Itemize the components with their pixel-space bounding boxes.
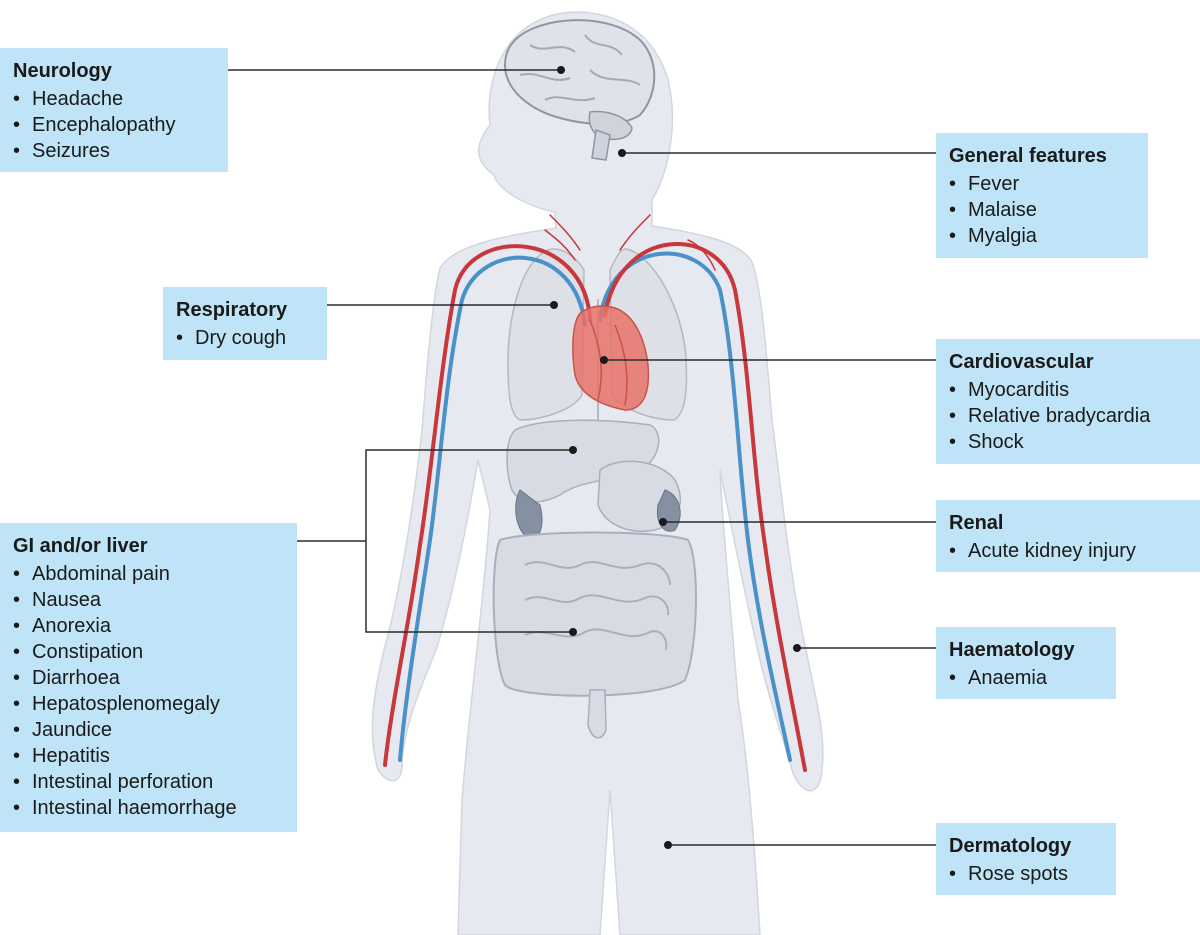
- gi-liver-item: Intestinal perforation: [13, 769, 285, 795]
- gi-liver-title: GI and/or liver: [13, 535, 148, 557]
- neurology-title: Neurology: [13, 60, 112, 82]
- heart: [572, 305, 650, 411]
- dermatology-box: Dermatology Rose spots: [936, 823, 1116, 895]
- haematology-item: Anaemia: [949, 665, 1104, 691]
- respiratory-list: Dry cough: [176, 325, 315, 351]
- gi-liver-item: Jaundice: [13, 717, 285, 743]
- general-features-list: Fever Malaise Myalgia: [949, 171, 1136, 249]
- cardiovascular-title: Cardiovascular: [949, 351, 1094, 373]
- gi-liver-item: Abdominal pain: [13, 561, 285, 587]
- respiratory-item: Dry cough: [176, 325, 315, 351]
- renal-title: Renal: [949, 512, 1004, 534]
- brain: [503, 19, 656, 161]
- dermatology-item: Rose spots: [949, 861, 1104, 887]
- respiratory-title: Respiratory: [176, 299, 288, 321]
- gi-liver-list: Abdominal pain Nausea Anorexia Constipat…: [13, 561, 285, 821]
- blood-vessels: [383, 214, 807, 772]
- renal-list: Acute kidney injury: [949, 538, 1188, 564]
- cardiovascular-item: Shock: [949, 429, 1188, 455]
- gi-liver-item: Nausea: [13, 587, 285, 613]
- general-features-item: Malaise: [949, 197, 1136, 223]
- cardiovascular-item: Relative bradycardia: [949, 403, 1188, 429]
- neurology-item: Encephalopathy: [13, 112, 216, 138]
- general-features-title: General features: [949, 145, 1107, 167]
- leader-lines: [228, 69, 936, 846]
- gi-liver-item: Diarrhoea: [13, 665, 285, 691]
- general-features-item: Myalgia: [949, 223, 1136, 249]
- intestines: [492, 531, 697, 739]
- cardiovascular-item: Myocarditis: [949, 377, 1188, 403]
- gi-liver-item: Intestinal haemorrhage: [13, 795, 285, 821]
- respiratory-box: Respiratory Dry cough: [163, 287, 327, 360]
- cardiovascular-list: Myocarditis Relative bradycardia Shock: [949, 377, 1188, 455]
- neurology-list: Headache Encephalopathy Seizures: [13, 86, 216, 164]
- dermatology-list: Rose spots: [949, 861, 1104, 887]
- gi-liver-item: Anorexia: [13, 613, 285, 639]
- dermatology-title: Dermatology: [949, 835, 1072, 857]
- neurology-item: Seizures: [13, 138, 216, 164]
- neurology-item: Headache: [13, 86, 216, 112]
- renal-item: Acute kidney injury: [949, 538, 1188, 564]
- general-features-box: General features Fever Malaise Myalgia: [936, 133, 1148, 258]
- gi-liver-item: Constipation: [13, 639, 285, 665]
- haematology-list: Anaemia: [949, 665, 1104, 691]
- general-features-item: Fever: [949, 171, 1136, 197]
- gi-liver-box: GI and/or liver Abdominal pain Nausea An…: [0, 523, 297, 832]
- renal-box: Renal Acute kidney injury: [936, 500, 1200, 572]
- haematology-box: Haematology Anaemia: [936, 627, 1116, 699]
- gi-liver-item: Hepatitis: [13, 743, 285, 769]
- anchor-dots: [550, 66, 801, 849]
- gi-liver-item: Hepatosplenomegaly: [13, 691, 285, 717]
- neurology-box: Neurology Headache Encephalopathy Seizur…: [0, 48, 228, 172]
- cardiovascular-box: Cardiovascular Myocarditis Relative brad…: [936, 339, 1200, 464]
- haematology-title: Haematology: [949, 639, 1075, 661]
